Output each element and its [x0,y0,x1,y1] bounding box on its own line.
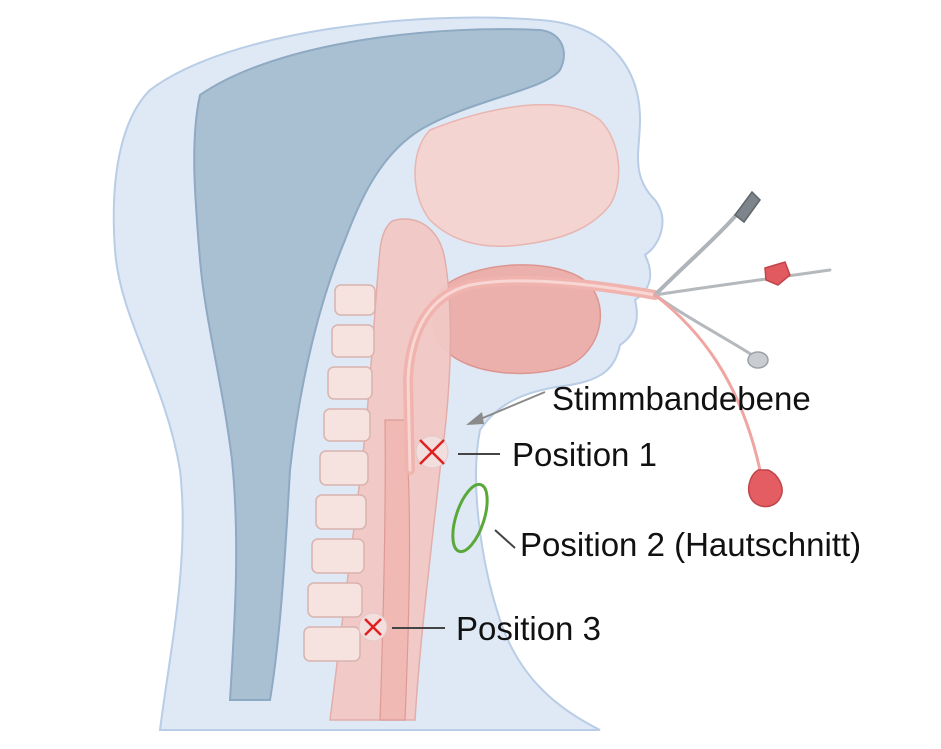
label-position-2: Position 2 (Hautschnitt) [520,526,861,563]
pilot-balloon-icon [749,470,782,507]
label-vocal-cord-level: Stimmbandebene [552,380,811,417]
label-position-3: Position 3 [456,610,601,647]
bulb-icon [748,352,768,368]
pilot-valve-icon [765,262,790,285]
connector-icon [735,192,760,222]
label-position-1: Position 1 [512,436,657,473]
nasal-cavity [415,105,619,247]
external-tubing [655,205,830,470]
